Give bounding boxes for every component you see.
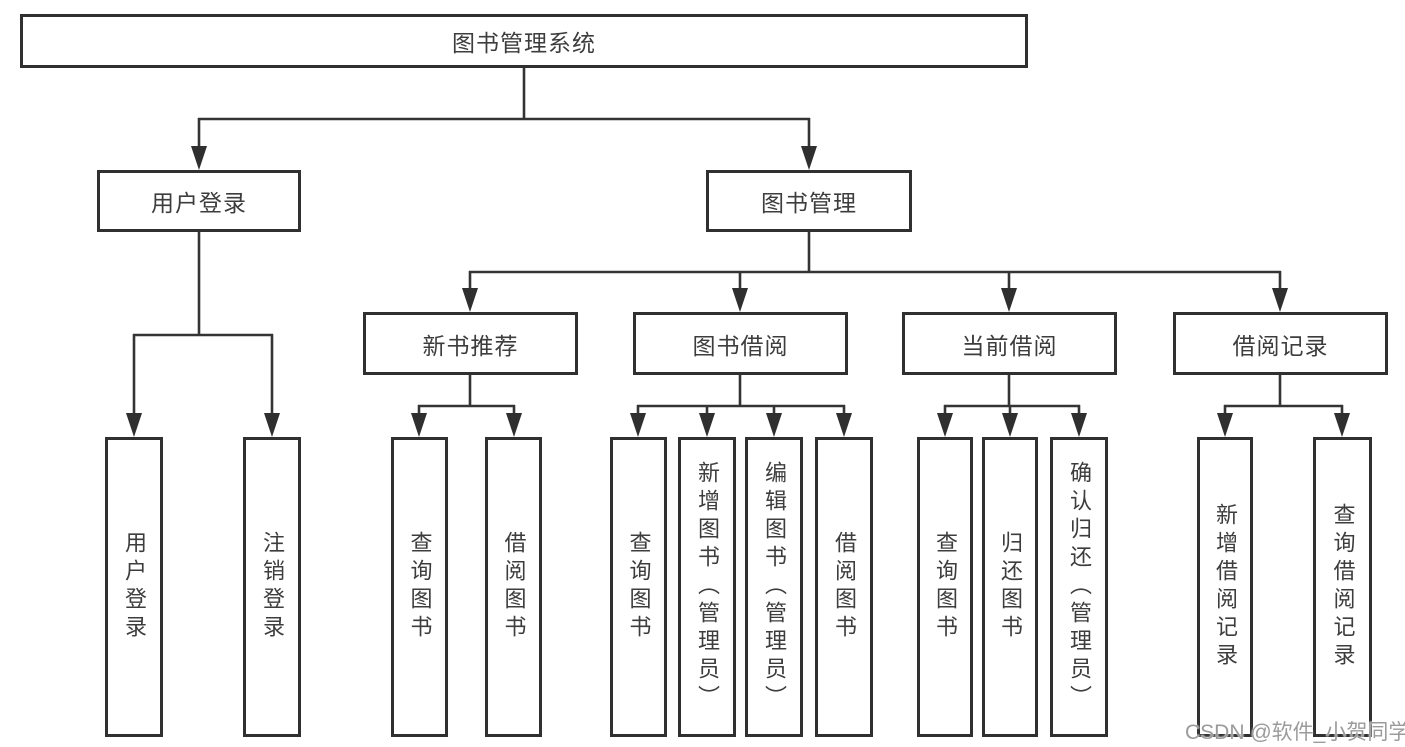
leaf-confirm-return-admin: 确认归还（管理员） [1050, 437, 1108, 737]
node-root: 图书管理系统 [20, 14, 1028, 68]
leaf-add-book-admin-label: 新增图书（管理员） [695, 461, 720, 713]
node-user-login: 用户登录 [97, 170, 301, 232]
leaf-user-login: 用户登录 [105, 437, 163, 737]
leaf-borrow-book-1: 借阅图书 [485, 437, 542, 737]
leaf-logout-label: 注销登录 [260, 531, 285, 643]
leaf-query-book-2: 查询图书 [610, 437, 667, 737]
leaf-logout: 注销登录 [243, 437, 301, 737]
csdn-watermark: CSDN @软件_小贺同学 [1185, 721, 1405, 744]
leaf-query-book-1: 查询图书 [391, 437, 448, 737]
leaf-borrow-book-2-label: 借阅图书 [832, 531, 857, 643]
leaf-add-book-admin: 新增图书（管理员） [678, 437, 736, 737]
leaf-query-book-2-label: 查询图书 [626, 531, 652, 643]
leaf-return-book: 归还图书 [982, 437, 1038, 737]
leaf-user-login-label: 用户登录 [122, 531, 147, 643]
leaf-borrow-book-2: 借阅图书 [815, 437, 873, 737]
leaf-query-book-1-label: 查询图书 [407, 531, 433, 643]
leaf-add-borrow-record: 新增借阅记录 [1197, 437, 1253, 737]
leaf-edit-book-admin: 编辑图书（管理员） [745, 437, 803, 737]
leaf-confirm-return-admin-label: 确认归还（管理员） [1067, 461, 1092, 713]
leaf-return-book-label: 归还图书 [998, 531, 1023, 643]
node-book-management: 图书管理 [706, 170, 912, 232]
leaf-add-borrow-record-label: 新增借阅记录 [1213, 503, 1238, 671]
node-new-book-recommend: 新书推荐 [363, 312, 578, 375]
leaf-query-book-3-label: 查询图书 [933, 531, 958, 643]
leaf-edit-book-admin-label: 编辑图书（管理员） [762, 461, 787, 713]
leaf-query-borrow-record: 查询借阅记录 [1313, 437, 1372, 737]
leaf-query-book-3: 查询图书 [917, 437, 973, 737]
node-book-borrow: 图书借阅 [633, 312, 848, 375]
node-current-borrow: 当前借阅 [902, 312, 1117, 375]
leaf-borrow-book-1-label: 借阅图书 [501, 531, 527, 643]
node-borrow-records: 借阅记录 [1173, 312, 1388, 375]
leaf-query-borrow-record-label: 查询借阅记录 [1330, 503, 1356, 671]
